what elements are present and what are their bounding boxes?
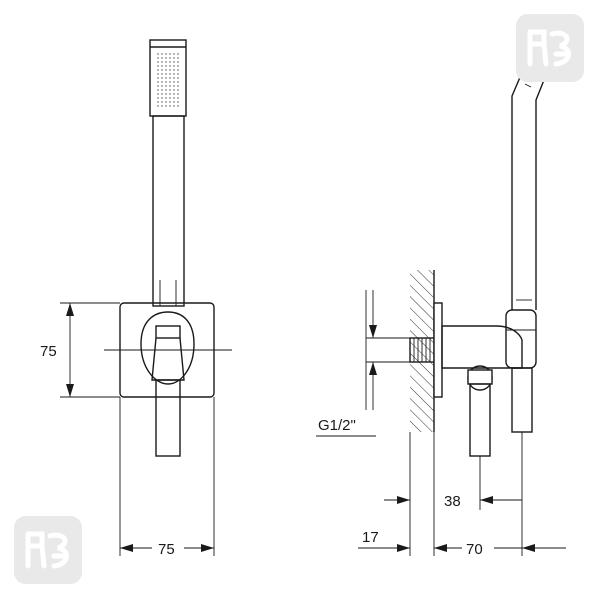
brand-logo-icon [14,516,82,584]
hose-front [155,379,181,457]
thread-label: G1/2" [318,417,356,434]
handle-side-lower [511,367,533,433]
projection-inlet-label: 38 [444,493,461,510]
dim-front-width: 75 [119,397,215,558]
brand-logo-icon [516,14,584,82]
dim-front-height: 75 [40,302,120,398]
dim-projection-inlet: 38 [384,432,523,556]
dim-thread: G1/2" [316,290,410,437]
front-view [104,39,232,457]
wall-offset-label: 17 [362,529,379,546]
front-width-label: 75 [158,541,175,558]
wall-flange-side [433,302,443,398]
hose-side [469,383,491,457]
projection-total-label: 70 [466,541,483,558]
holder-front [140,311,195,385]
shower-nozzle-field [155,52,181,108]
outlet-body-side [441,325,523,369]
dim-side-bottom: 17 70 [358,432,566,558]
front-height-label: 75 [40,343,57,360]
side-view [409,39,557,457]
shower-handle-front [152,115,185,307]
